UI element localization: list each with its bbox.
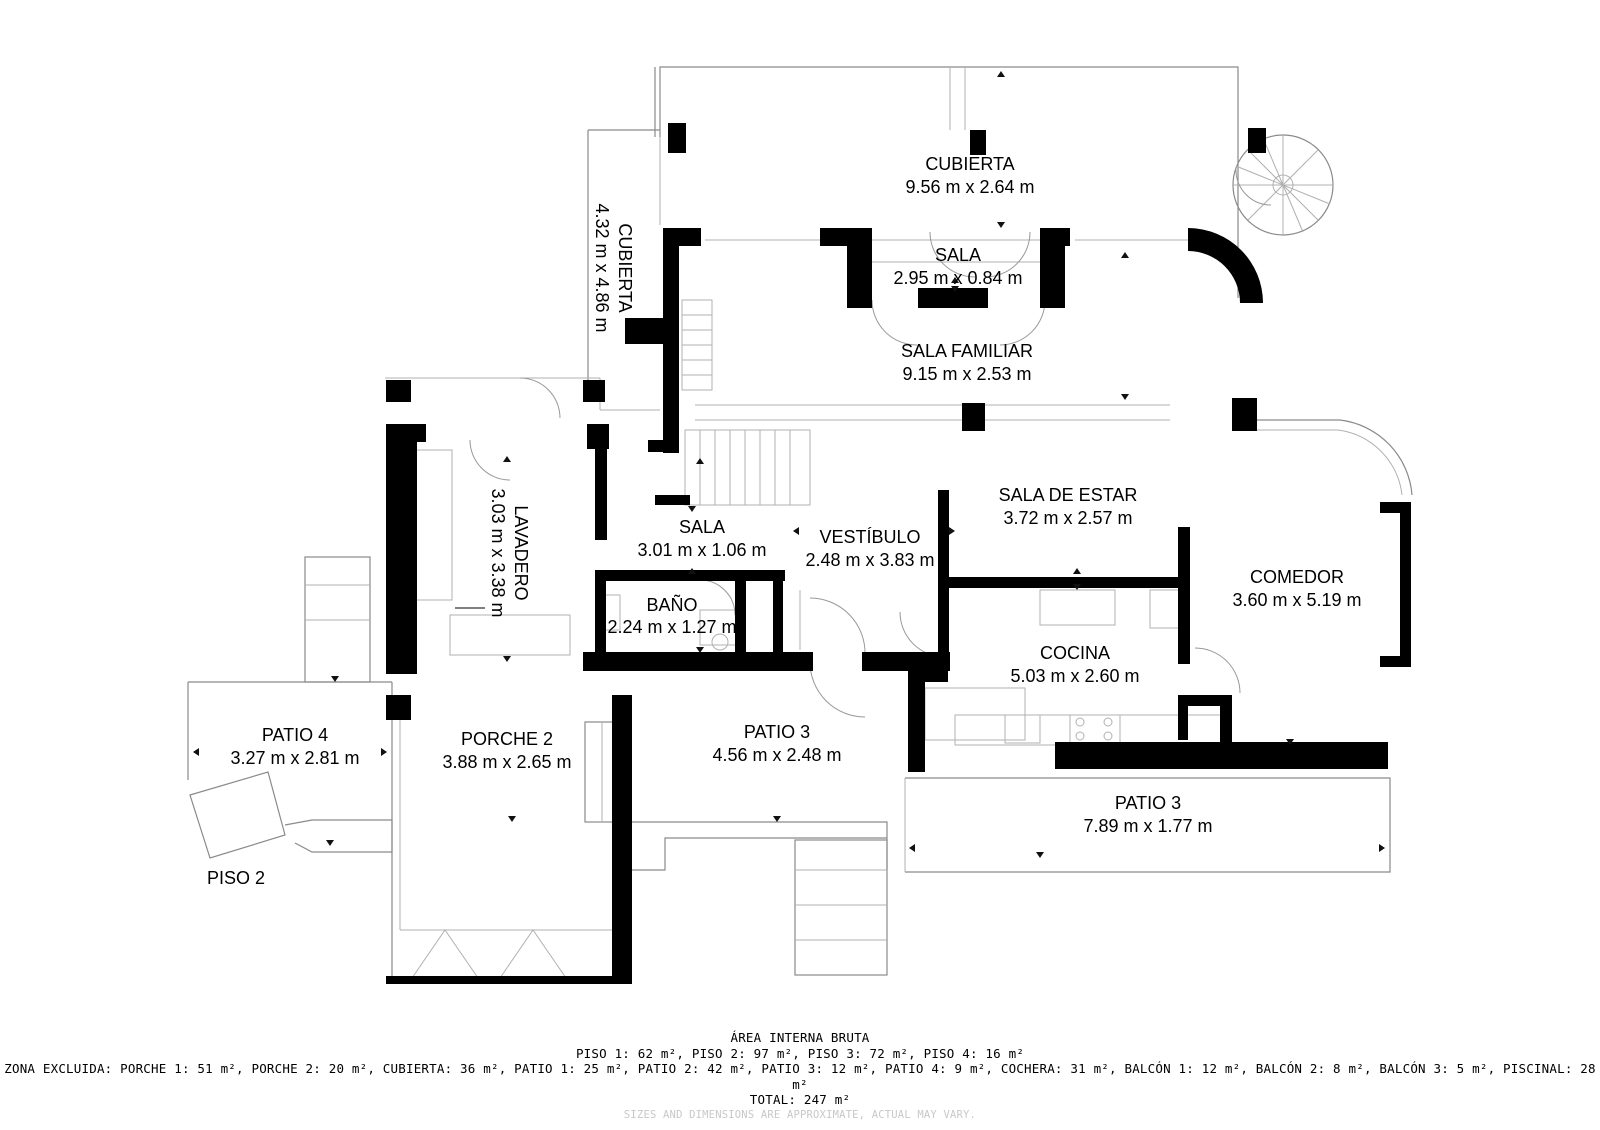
floor-label: PISO 2 [207, 868, 265, 888]
room-labels: CUBIERTA 9.56 m x 2.64 m CUBIERTA 4.32 m… [207, 154, 1362, 888]
room-name-sala-top: SALA [935, 245, 981, 265]
area-total: TOTAL: 247 m² [749, 1092, 851, 1107]
walls [386, 123, 1411, 984]
room-name-comedor: COMEDOR [1250, 567, 1344, 587]
room-name-bano: BAÑO [646, 594, 697, 615]
area-disclaimer: SIZES AND DIMENSIONS ARE APPROXIMATE, AC… [623, 1108, 977, 1121]
room-name-sala-familiar: SALA FAMILIAR [901, 341, 1033, 361]
area-floors: PISO 1: 62 m², PISO 2: 97 m², PISO 3: 72… [575, 1045, 1025, 1061]
room-name-lavadero: LAVADERO [511, 505, 531, 600]
room-dims-patio-3b: 7.89 m x 1.77 m [1083, 816, 1212, 836]
room-dims-sala-mid: 3.01 m x 1.06 m [637, 540, 766, 560]
room-dims-cocina: 5.03 m x 2.60 m [1010, 666, 1139, 686]
room-dims-cubierta-top: 9.56 m x 2.64 m [905, 177, 1034, 197]
room-dims-sala-familiar: 9.15 m x 2.53 m [902, 364, 1031, 384]
room-name-porche-2: PORCHE 2 [461, 729, 553, 749]
room-dims-comedor: 3.60 m x 5.19 m [1232, 590, 1361, 610]
room-dims-patio-3a: 4.56 m x 2.48 m [712, 745, 841, 765]
room-dims-sala-top: 2.95 m x 0.84 m [893, 268, 1022, 288]
dimension-markers [193, 71, 1385, 858]
area-heading: ÁREA INTERNA BRUTA [730, 1030, 870, 1045]
room-dims-cubierta-side: 4.32 m x 4.86 m [592, 203, 612, 332]
room-name-sala-de-estar: SALA DE ESTAR [999, 485, 1138, 505]
room-dims-patio-4: 3.27 m x 2.81 m [230, 748, 359, 768]
room-dims-sala-de-estar: 3.72 m x 2.57 m [1003, 508, 1132, 528]
room-name-cubierta-side: CUBIERTA [615, 223, 635, 312]
room-dims-bano: 2.24 m x 1.27 m [607, 617, 736, 637]
room-dims-porche-2: 3.88 m x 2.65 m [442, 752, 571, 772]
outline-lines [187, 66, 1413, 980]
floor-plan: CUBIERTA 9.56 m x 2.64 m CUBIERTA 4.32 m… [187, 66, 1413, 984]
area-summary: ÁREA INTERNA BRUTA PISO 1: 62 m², PISO 2… [0, 1030, 1600, 1123]
room-name-vestibulo: VESTÍBULO [819, 527, 920, 547]
room-dims-vestibulo: 2.48 m x 3.83 m [805, 550, 934, 570]
room-name-patio-3b: PATIO 3 [1115, 793, 1181, 813]
room-name-patio-3a: PATIO 3 [744, 722, 810, 742]
area-excluded: ZONA EXCLUIDA: PORCHE 1: 51 m², PORCHE 2… [4, 1061, 1596, 1092]
room-name-cubierta-top: CUBIERTA [925, 154, 1014, 174]
room-name-cocina: COCINA [1040, 643, 1110, 663]
room-dims-lavadero: 3.03 m x 3.38 m [488, 488, 508, 617]
room-name-patio-4: PATIO 4 [262, 725, 328, 745]
room-name-sala-mid: SALA [679, 517, 725, 537]
